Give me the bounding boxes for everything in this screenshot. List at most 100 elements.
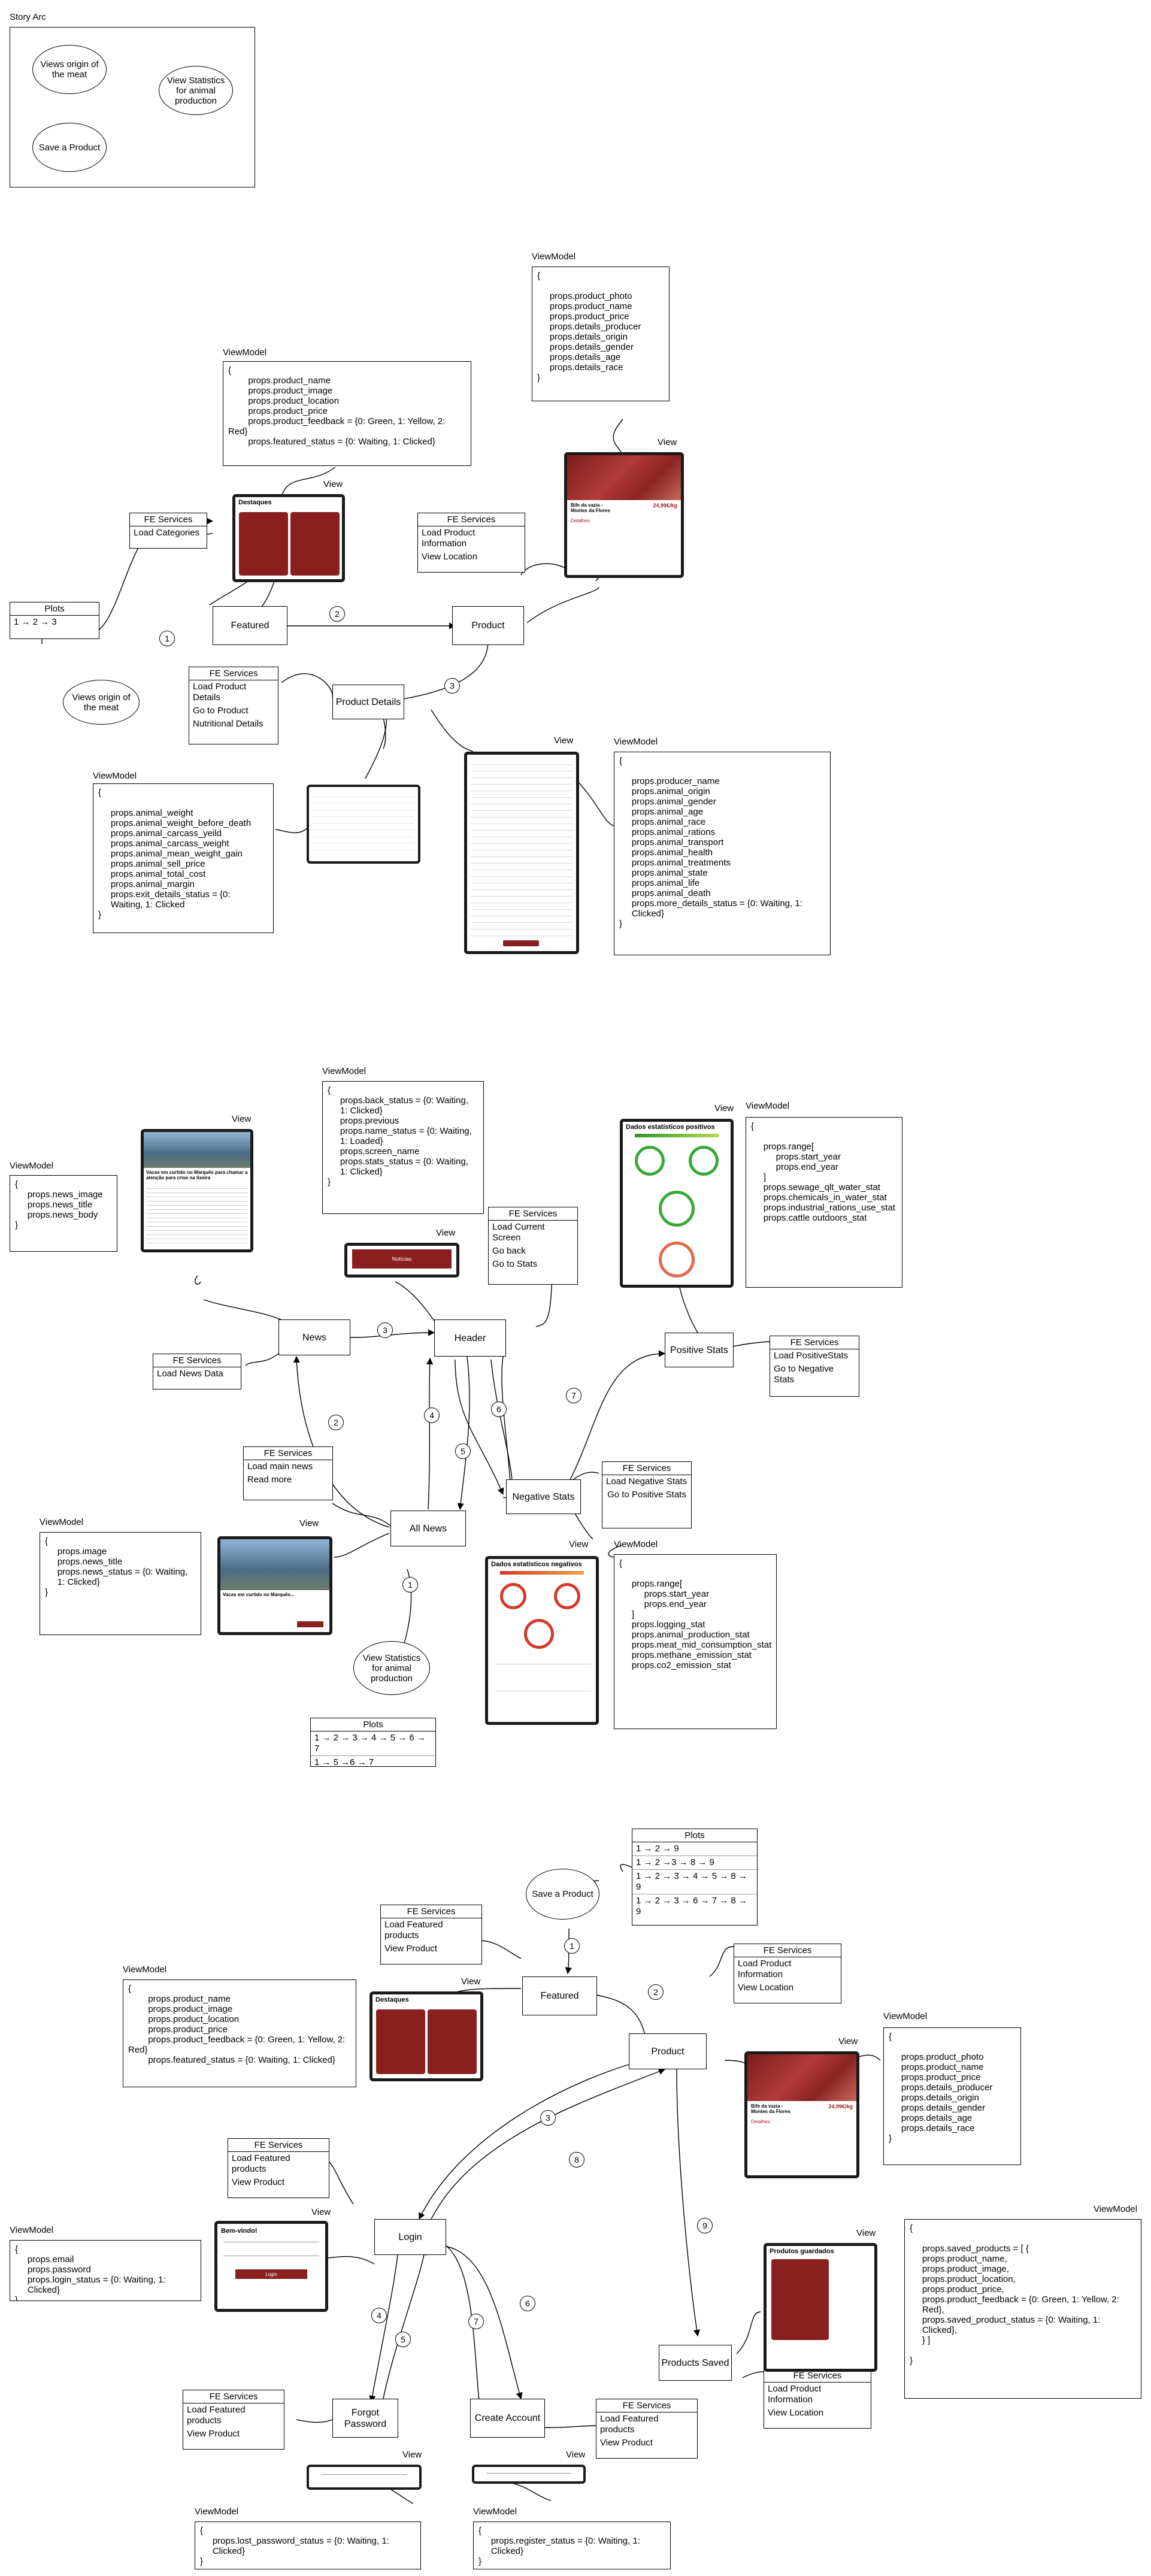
flow3-node-products-saved: Products Saved — [659, 2345, 732, 2381]
flow1-node-product: Product — [452, 606, 524, 645]
screen-products-saved: Produtos guardados — [764, 2243, 877, 2372]
flow2-node-all-news: All News — [390, 1511, 466, 1546]
flow3-services-login: FE Services Load Featured products View … — [228, 2138, 329, 2198]
screen-positive-stats: Dados estatísticos positivos — [620, 1119, 734, 1288]
view-label: View — [299, 1518, 319, 1528]
flow1-viewmodel-product: { props.product_photo props.product_name… — [532, 267, 670, 401]
flow2-viewmodel-positive: { props.range[ props.start_year props.en… — [746, 1117, 902, 1288]
edge-label: 5 — [395, 2332, 411, 2347]
screen-product: Bife da vazia - Montes da Flores 24,99€/… — [564, 452, 684, 578]
flow3-services-product: FE Services Load Product Information Vie… — [734, 1944, 841, 2003]
flow2-plots: Plots 1 → 2 → 3 → 4 → 5 → 6 → 7 1 → 5 →6… — [310, 1718, 436, 1767]
viewmodel-label: ViewModel — [195, 2507, 239, 2517]
screen-login: Bem-vindo! Login — [214, 2221, 328, 2312]
screen-nutrition — [307, 785, 420, 864]
flow3-start: Save a Product — [526, 1869, 599, 1920]
edge-label: 5 — [455, 1443, 471, 1459]
view-label: View — [554, 735, 574, 746]
view-label: View — [402, 2450, 422, 2460]
story-arc-item-origin: Views origin of the meat — [32, 45, 107, 94]
screen-product-2: Bife da vazia - Montes da Flores 24,99€/… — [744, 2051, 859, 2178]
edge-label: 2 — [648, 1984, 664, 2000]
story-arc-title: Story Arc — [10, 12, 46, 22]
viewmodel-label: ViewModel — [40, 1517, 84, 1527]
flow2-node-positive-stats: Positive Stats — [665, 1333, 734, 1367]
screen-negative-stats: Dados estatísticos negativos — [485, 1556, 599, 1725]
view-label: View — [856, 2228, 876, 2238]
viewmodel-label: ViewModel — [93, 771, 137, 781]
screen-featured-2: Destaques — [369, 1991, 483, 2081]
edge-label: 4 — [424, 1407, 440, 1423]
flow2-services-positive: FE Services Load PositiveStats Go to Neg… — [770, 1336, 859, 1397]
flow2-services-negative: FE Services Load Negative Stats Go to Po… — [602, 1461, 692, 1528]
flow2-services-header: FE Services Load Current Screen Go back … — [488, 1207, 578, 1285]
viewmodel-label: ViewModel — [746, 1101, 790, 1111]
flow3-viewmodel-login: { props.email props.password props.login… — [10, 2240, 201, 2301]
flow3-services-forgot: FE Services Load Featured products View … — [183, 2390, 284, 2450]
flow2-viewmodel-negative: { props.range[ props.start_year props.en… — [614, 1554, 777, 1729]
flow2-node-header: Header — [434, 1319, 506, 1357]
flow3-node-create-account: Create Account — [470, 2399, 545, 2438]
edge-label: 1 — [402, 1577, 418, 1593]
flow1-viewmodel-featured: { props.product_name props.product_image… — [223, 361, 471, 466]
story-arc-item-statistics: View Statistics for animal production — [159, 66, 233, 115]
flow2-services-news: FE Services Load News Data — [153, 1354, 241, 1390]
flow3-viewmodel-saved: { props.saved_products = [ { props.produ… — [904, 2219, 1141, 2399]
flow1-services-product: FE Services Load Product Information Vie… — [417, 513, 525, 573]
edge-label: 6 — [491, 1401, 507, 1417]
flow3-viewmodel-create: { props.register_status = {0: Waiting, 1… — [473, 2521, 671, 2569]
flow1-viewmodel-details: { props.producer_name props.animal_origi… — [614, 752, 831, 955]
view-label: View — [232, 1114, 252, 1124]
flow2-viewmodel-all-news: { props.image props.news_title props.new… — [40, 1532, 201, 1635]
viewmodel-label: ViewModel — [473, 2507, 517, 2517]
screen-news: Vacas em curtido no Marquês para chamar … — [141, 1129, 253, 1252]
edge-label: 3 — [444, 678, 460, 694]
plots-title: Plots — [10, 603, 99, 616]
flow1-viewmodel-nutrition: { props.animal_weight props.animal_weigh… — [93, 783, 274, 933]
viewmodel-label: ViewModel — [10, 1161, 54, 1171]
plot-path: 1 → 2 → 3 — [14, 617, 57, 627]
view-label: View — [436, 1228, 456, 1238]
view-label: View — [566, 2450, 586, 2460]
flow3-plots: Plots 1 → 2 → 9 1 → 2 →3 → 8 → 9 1 → 2 →… — [632, 1829, 758, 1926]
flow2-viewmodel-news: { props.news_image props.news_title prop… — [10, 1175, 117, 1252]
viewmodel-label: ViewModel — [614, 1539, 658, 1549]
flow2-node-negative-stats: Negative Stats — [506, 1479, 581, 1514]
screen-product-details — [464, 752, 579, 954]
edge-label: 3 — [540, 2110, 556, 2126]
screen-header: Notícias — [344, 1243, 459, 1278]
edge-label: 2 — [328, 1415, 344, 1430]
story-arc-item-save: Save a Product — [32, 123, 107, 172]
edge-label: 7 — [566, 1388, 581, 1403]
edge-label: 8 — [569, 2152, 584, 2168]
flow1-node-product-details: Product Details — [332, 685, 404, 719]
screen-forgot-password — [307, 2465, 422, 2490]
view-label: View — [461, 1976, 481, 1987]
screen-create-account — [472, 2465, 586, 2484]
flow2-start: View Statistics for animal production — [353, 1641, 430, 1695]
flow2-viewmodel-header: { props.back_status = {0: Waiting, 1: Cl… — [322, 1081, 484, 1214]
flow1-services-details: FE Services Load Product Details Go to P… — [189, 667, 278, 744]
edge-label: 9 — [697, 2218, 713, 2233]
flow2-node-news: News — [278, 1319, 350, 1355]
screen-all-news: Vacas em curtido no Marquês... — [217, 1536, 332, 1635]
view-label: View — [323, 479, 343, 489]
edge-label: 7 — [468, 2314, 484, 2329]
screen-featured: Destaques — [232, 494, 345, 582]
flow2-services-all-news: FE Services Load main news Read more — [243, 1446, 333, 1500]
viewmodel-label: ViewModel — [322, 1066, 366, 1076]
flow3-viewmodel-product: { props.product_photo props.product_name… — [883, 2027, 1021, 2165]
viewmodel-label: ViewModel — [223, 347, 267, 358]
viewmodel-label: ViewModel — [532, 252, 576, 262]
viewmodel-label: ViewModel — [10, 2225, 54, 2235]
edge-label: 3 — [377, 1322, 393, 1338]
view-label: View — [714, 1103, 734, 1113]
flow1-services-featured: FE Services Load Categories — [129, 513, 207, 549]
viewmodel-label: ViewModel — [123, 1964, 167, 1975]
flow3-node-featured: Featured — [522, 1976, 597, 2015]
flow1-node-featured: Featured — [213, 606, 287, 645]
flow3-services-saved: FE Services Load Product Information Vie… — [764, 2369, 871, 2429]
edge-label: 6 — [520, 2296, 535, 2311]
flow3-node-login: Login — [374, 2219, 446, 2255]
edge-label: 4 — [371, 2308, 387, 2323]
